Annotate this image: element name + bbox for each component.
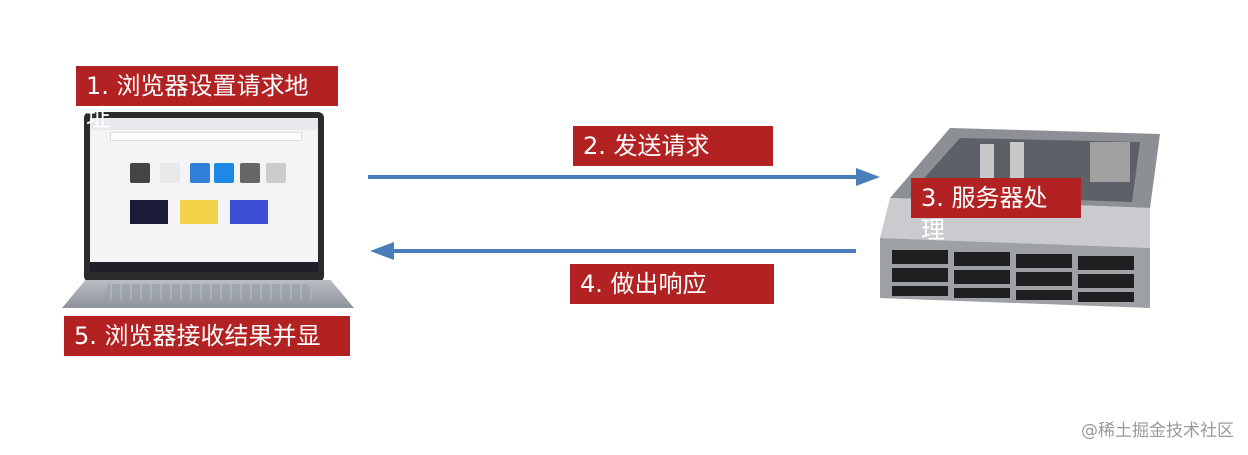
shortcut-tile — [240, 163, 260, 183]
highlight-card — [230, 200, 268, 224]
shortcut-tile — [266, 163, 286, 183]
server-drawing — [880, 128, 1160, 308]
watermark: @稀土掘金技术社区 — [1081, 421, 1234, 441]
shortcut-tile — [190, 163, 210, 183]
step-1-label: 1. 浏览器设置请求地址 — [76, 66, 338, 132]
browser-tab-bar — [90, 118, 318, 130]
browser-window — [90, 118, 318, 272]
request-arrow — [368, 168, 880, 186]
zhihu-tile — [214, 163, 234, 183]
step-5-label: 5. 浏览器接收结果并显示 — [64, 316, 350, 382]
browser-url-bar — [110, 132, 302, 141]
taskbar — [90, 262, 318, 272]
server-icon — [870, 128, 1170, 308]
python-card — [180, 200, 218, 224]
step-3-label: 3. 服务器处理 — [911, 178, 1081, 244]
highlight-card — [130, 200, 168, 224]
shortcut-tile — [160, 163, 180, 183]
laptop-screen — [84, 112, 324, 282]
shortcut-tile — [130, 163, 150, 183]
step-2-label: 2. 发送请求 — [573, 126, 773, 166]
step-4-label: 4. 做出响应 — [570, 264, 774, 304]
laptop-icon — [62, 112, 354, 312]
laptop-keyboard — [102, 284, 314, 300]
response-arrow — [370, 242, 856, 260]
